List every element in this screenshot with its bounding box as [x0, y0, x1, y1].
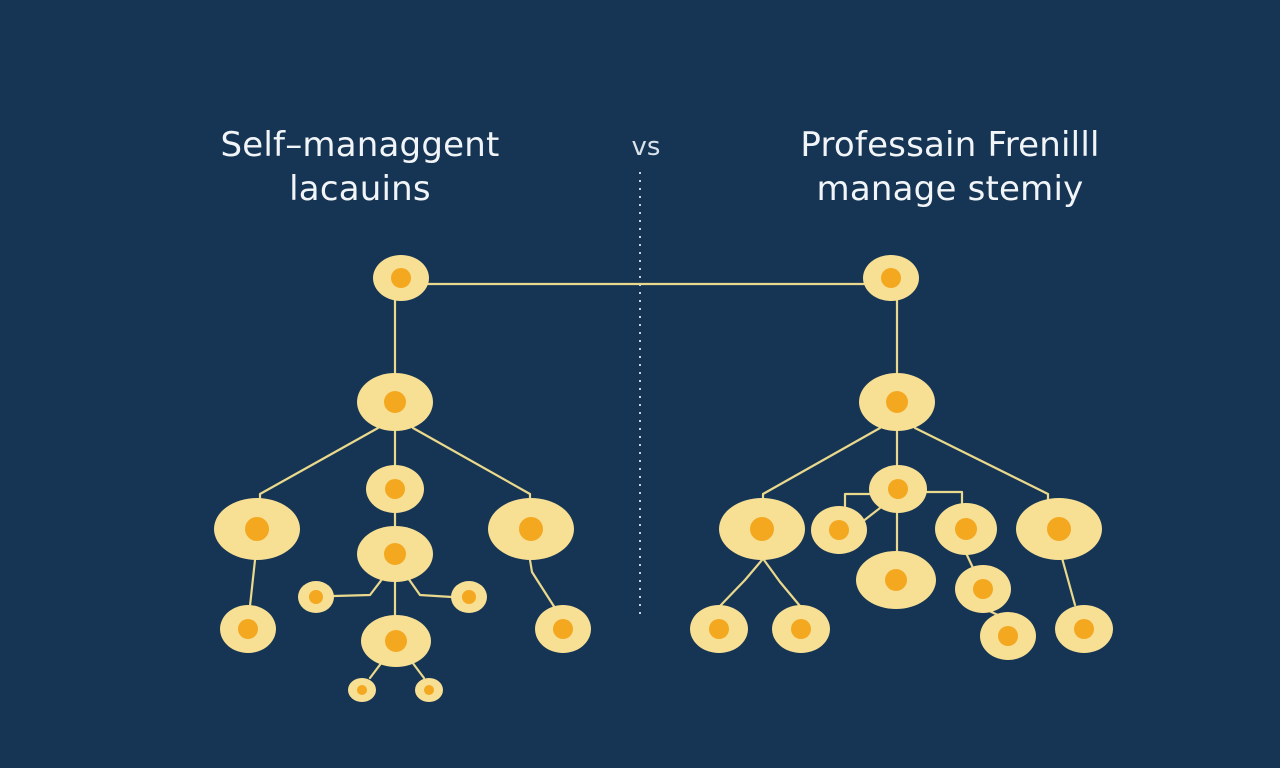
node	[298, 581, 334, 613]
node	[980, 612, 1036, 660]
connectors	[248, 282, 1077, 680]
connector-right-to-leftnode	[761, 426, 882, 502]
left-title: Self–managgent lacauins	[200, 123, 520, 211]
node	[357, 373, 433, 431]
left-title-line-1: Self–managgent	[220, 125, 500, 165]
connector-left-small-left	[332, 576, 385, 598]
node	[535, 605, 591, 653]
connector-right-smallnode	[860, 506, 882, 524]
connector-right-chain-1	[964, 551, 975, 570]
vs-label: vs	[631, 132, 661, 162]
node	[1055, 605, 1113, 653]
node	[1016, 498, 1102, 560]
connector-right-to-rightnode	[913, 426, 1050, 502]
node	[859, 373, 935, 431]
node	[772, 605, 830, 653]
node	[856, 551, 936, 609]
node	[361, 615, 431, 667]
node	[690, 605, 748, 653]
node	[366, 465, 424, 513]
node	[811, 506, 867, 554]
connector-right-far-leaf	[1060, 556, 1077, 607]
node	[348, 678, 376, 702]
node	[935, 503, 997, 555]
connector-left-small-right	[406, 576, 454, 599]
right-title-line-2: manage stemiy	[816, 169, 1084, 209]
right-title: Professain Frenilll manage stemiy	[770, 123, 1130, 211]
nodes	[214, 255, 1113, 702]
connector-left-tiny-left	[368, 660, 384, 680]
node	[357, 526, 433, 582]
connector-left-rightleaf	[528, 558, 557, 610]
right-title-line-1: Professain Frenilll	[800, 125, 1100, 165]
connector-right-leaf-left	[718, 558, 764, 608]
connector-left-to-rightnode	[411, 426, 532, 502]
connector-right-bracket-left	[843, 492, 875, 508]
node	[373, 255, 429, 301]
left-title-line-2: lacauins	[289, 169, 431, 209]
node	[869, 465, 927, 513]
connector-right-bracket-right	[920, 490, 964, 507]
node	[955, 565, 1011, 613]
node	[719, 498, 805, 560]
node	[415, 678, 443, 702]
node	[451, 581, 487, 613]
connector-left-to-leftnode	[258, 426, 380, 502]
node	[863, 255, 919, 301]
node	[488, 498, 574, 560]
connector-left-leftleaf	[248, 558, 257, 608]
connector-right-leaf-right	[762, 558, 802, 608]
node	[220, 605, 276, 653]
connector-left-tiny-right	[410, 660, 426, 680]
node	[214, 498, 300, 560]
